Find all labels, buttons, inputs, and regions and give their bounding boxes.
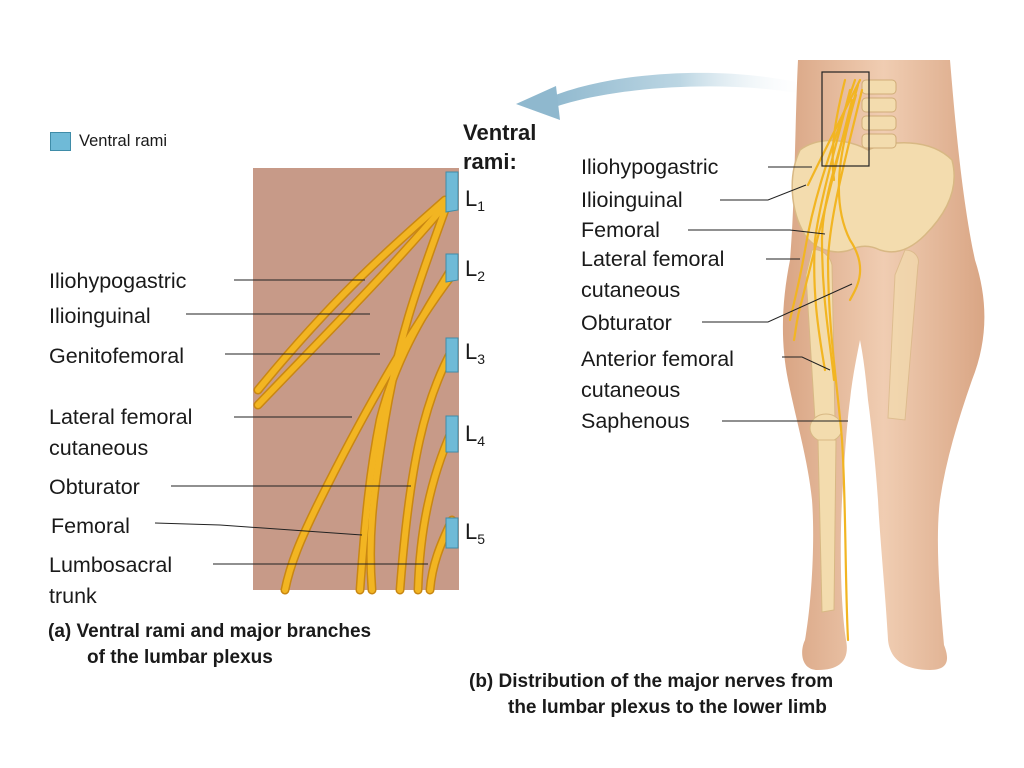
level-label-l3: L3 (465, 339, 486, 367)
panel-a-leader-lines (154, 279, 428, 565)
caption-b-line-2: the lumbar plexus to the lower limb (508, 697, 827, 718)
caption-a-line-1: (a) Ventral rami and major branches (48, 621, 372, 642)
label-a-ilioinguinal: Ilioinguinal (49, 304, 151, 328)
level-label-l4: L4 (465, 421, 486, 449)
caption-panel-a: (a) Ventral rami and major branches of t… (48, 619, 371, 671)
label-a-iliohypogastric: Iliohypogastric (49, 269, 187, 293)
label-b-ilioinguinal: Ilioinguinal (581, 188, 683, 212)
ventral-rami-heading: Ventral rami: (463, 118, 536, 176)
zoom-box (821, 71, 870, 167)
knee (809, 413, 843, 443)
label-b-anterior-femoral-cutaneous: Anterior femoral cutaneous (581, 347, 734, 402)
label-a-femoral: Femoral (51, 514, 130, 538)
tibia (817, 439, 837, 613)
level-label-l1: L1 (465, 186, 486, 214)
zoom-arrow (516, 72, 812, 120)
caption-panel-b: (b) Distribution of the major nerves fro… (469, 669, 833, 721)
label-b-iliohypogastric: Iliohypogastric (581, 155, 719, 179)
label-b-femoral: Femoral (581, 218, 660, 242)
level-label-l2: L2 (465, 256, 486, 284)
panel-b-illustration (688, 60, 985, 670)
spine (861, 79, 897, 149)
legend-label: Ventral rami (79, 132, 168, 150)
label-b-obturator: Obturator (581, 311, 672, 335)
panel-b-nerves (788, 78, 864, 642)
ventral-rami-heading-line-2: rami: (463, 149, 517, 174)
level-label-l5: L5 (465, 519, 486, 547)
caption-a-line-2: of the lumbar plexus (87, 647, 273, 668)
ventral-rami-heading-line-1: Ventral (463, 120, 537, 145)
legend: Ventral rami (50, 132, 167, 151)
label-a-lumbosacral-trunk: Lumbosacral trunk (49, 553, 173, 608)
label-a-obturator: Obturator (49, 475, 140, 499)
label-b-lateral-femoral-cutaneous: Lateral femoral cutaneous (581, 247, 725, 302)
label-a-lateral-femoral-cutaneous: Lateral femoral cutaneous (49, 405, 193, 460)
left-femur (887, 249, 919, 421)
panel-a-illustration (154, 168, 459, 595)
panel-a-ventral-rami (445, 171, 459, 549)
label-b-saphenous: Saphenous (581, 409, 690, 433)
panel-b-leader-lines (688, 166, 853, 422)
legend-swatch-ventral-rami (50, 132, 71, 151)
caption-b-line-1: (b) Distribution of the major nerves fro… (469, 671, 834, 692)
label-a-genitofemoral: Genitofemoral (49, 344, 185, 368)
